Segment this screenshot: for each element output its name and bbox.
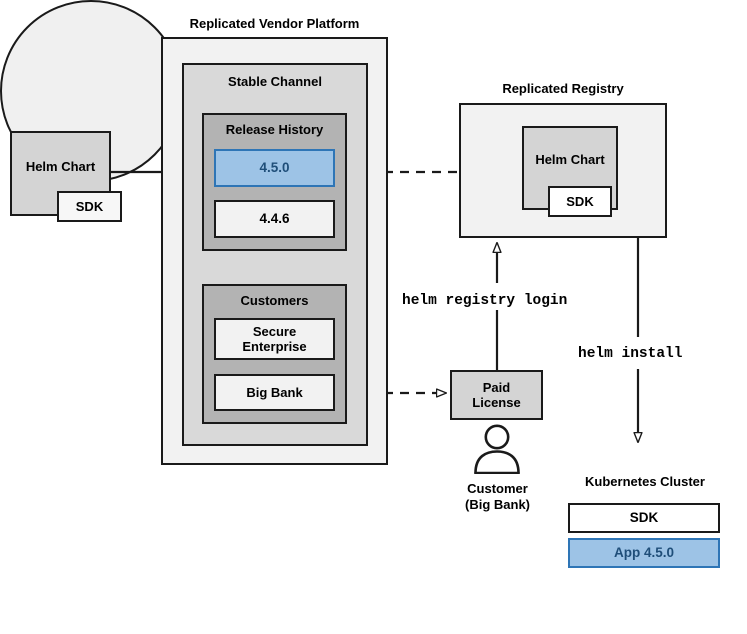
release-item-4-5-0[interactable]: 4.5.0 [214, 149, 335, 187]
cluster-component-app[interactable]: App 4.5.0 [568, 538, 720, 568]
cluster-component-sdk[interactable]: SDK [568, 503, 720, 533]
source-helm-chart-label: Helm Chart [25, 158, 96, 174]
customer-secure-enterprise-line2: Enterprise [242, 339, 307, 354]
paid-license-line1: Paid [482, 379, 511, 395]
customer-secure-enterprise-line1: Secure [252, 323, 297, 339]
customer-item-secure-enterprise[interactable]: Secure Enterprise [214, 318, 335, 360]
platform-title: Replicated Vendor Platform [189, 16, 360, 31]
customer-item-big-bank[interactable]: Big Bank [214, 374, 335, 411]
release-history-label: Release History [225, 122, 324, 137]
customers-label: Customers [240, 293, 309, 308]
person-icon [470, 424, 524, 475]
release-item-4-4-6[interactable]: 4.4.6 [214, 200, 335, 238]
paid-license-line2: License [472, 395, 521, 410]
registry-sdk-box[interactable]: SDK [548, 186, 612, 217]
stable-channel-label: Stable Channel [228, 74, 322, 89]
command-helm-install: helm install [578, 346, 683, 362]
kubernetes-cluster-label: Kubernetes Cluster [585, 474, 705, 489]
customer-actor-line1: Customer [467, 481, 528, 496]
registry-title: Replicated Registry [502, 81, 624, 96]
registry-helm-chart-label: Helm Chart [535, 152, 605, 168]
source-sdk-box[interactable]: SDK [57, 191, 122, 222]
customer-actor-caption: Customer (Big Bank) [420, 481, 575, 513]
customer-actor-line2: (Big Bank) [465, 496, 530, 512]
paid-license-box[interactable]: Paid License [450, 370, 543, 420]
command-helm-registry-login: helm registry login [402, 293, 568, 309]
